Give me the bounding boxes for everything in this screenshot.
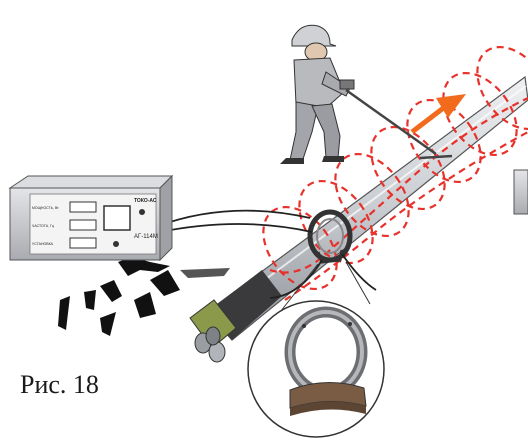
generator-label-frequency: ЧАСТОТА, Гц xyxy=(32,224,54,228)
generator-model: АГ-114М xyxy=(134,234,158,240)
second-device-partial xyxy=(514,170,528,214)
generator-label-power: МОЩНОСТЬ, Вт xyxy=(32,206,59,210)
figure-caption: Рис. 18 xyxy=(20,370,99,400)
generator-brand: ТОКО-АС xyxy=(134,198,157,204)
generator-label-setup: УСТАНОВКА xyxy=(32,242,54,246)
generator-device: ТОКО-АС АГ-114М МОЩНОСТЬ, Вт ЧАСТОТА, Гц… xyxy=(10,176,172,260)
